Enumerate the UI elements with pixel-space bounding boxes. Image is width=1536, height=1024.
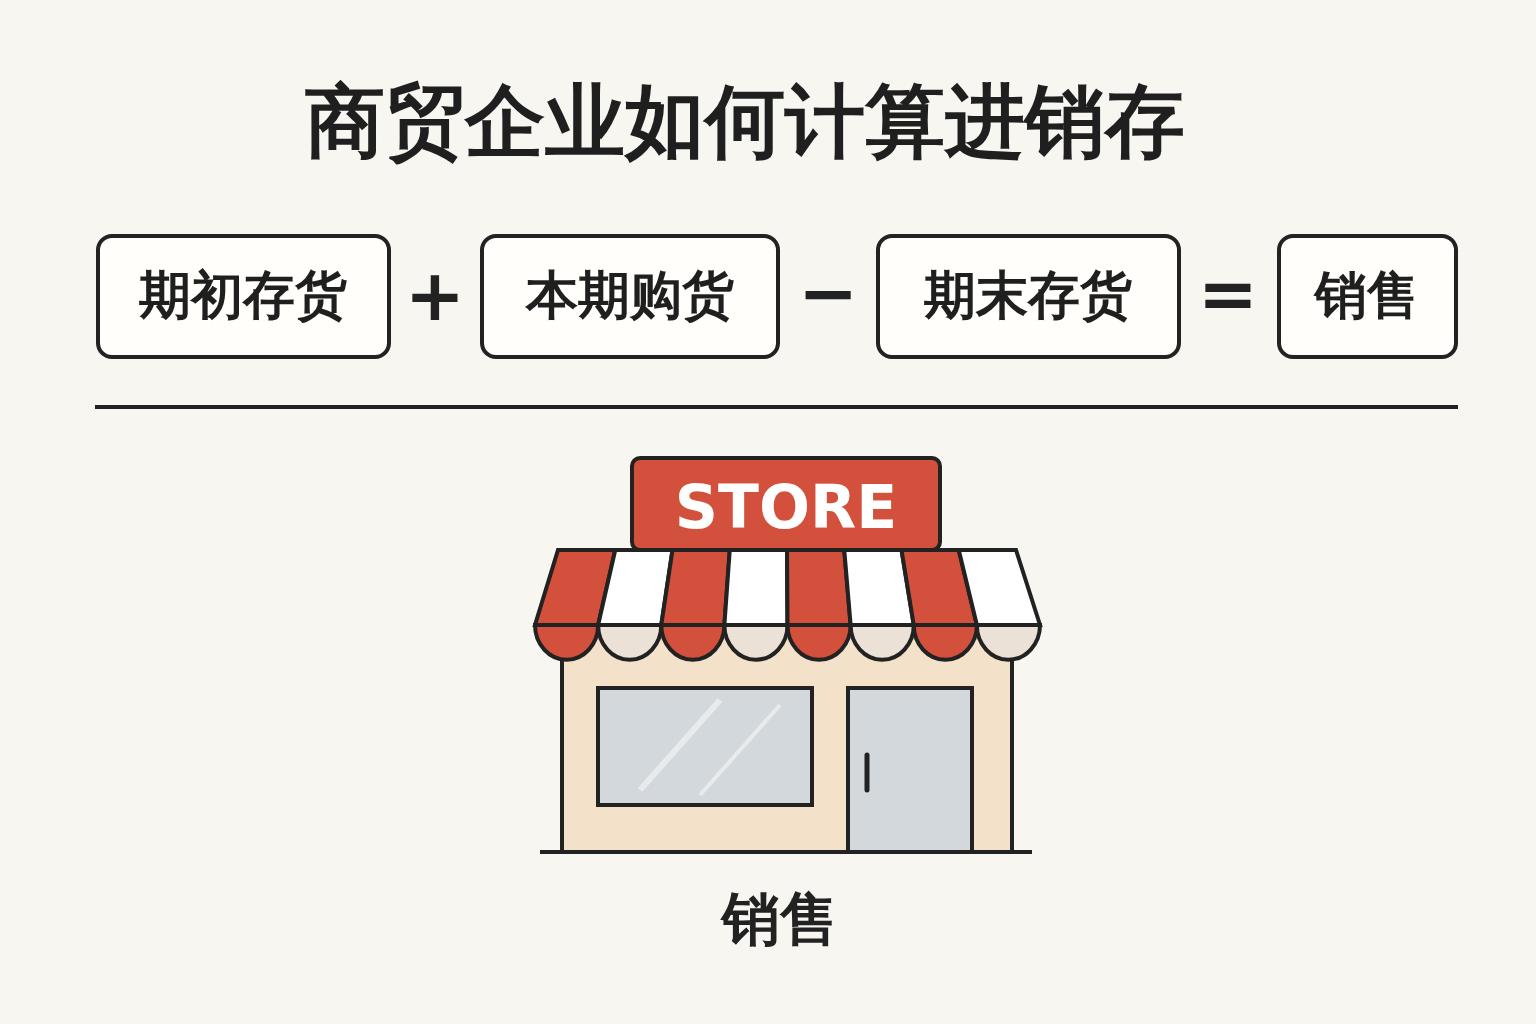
- divider-line: [95, 405, 1458, 409]
- store-window: [598, 688, 812, 805]
- sign-text: STORE: [675, 474, 897, 540]
- awning-scallop: [851, 625, 914, 660]
- box-label: 本期购货: [526, 267, 734, 324]
- formula-box: 销售: [1277, 234, 1458, 359]
- awning-scallop: [535, 625, 598, 660]
- awning-scallop: [724, 625, 787, 660]
- formula-box: 期初存货: [96, 234, 391, 359]
- minus-sign: −: [798, 254, 858, 333]
- caption-label: 销售: [722, 888, 838, 952]
- box-label: 期末存货: [924, 267, 1132, 324]
- awning-stripe: [959, 550, 1040, 625]
- awning-stripe: [787, 550, 851, 625]
- box-label: 销售: [1315, 267, 1419, 324]
- store-sign: [632, 458, 940, 550]
- awning-scallop: [914, 625, 977, 660]
- awning-scallop: [977, 625, 1040, 660]
- store-body: [562, 620, 1012, 852]
- formula-box: 本期购货: [480, 234, 780, 359]
- awning-scallop: [598, 625, 661, 660]
- awning-stripe: [661, 550, 730, 625]
- window-glare: [700, 705, 780, 795]
- door-handle: [865, 755, 870, 790]
- awning-scallop: [788, 625, 851, 660]
- title: 商贸企业如何计算进销存: [305, 78, 1185, 166]
- box-label: 期初存货: [139, 267, 347, 324]
- ground-line: [540, 850, 1032, 854]
- store-awning: [535, 550, 1040, 660]
- plus-sign: +: [405, 256, 465, 335]
- store-door: [848, 688, 972, 852]
- awning-scallop: [661, 625, 724, 660]
- awning-stripe: [724, 550, 787, 625]
- formula-box: 期末存货: [876, 234, 1181, 359]
- window-glare: [640, 700, 720, 790]
- equals-sign: =: [1198, 254, 1258, 333]
